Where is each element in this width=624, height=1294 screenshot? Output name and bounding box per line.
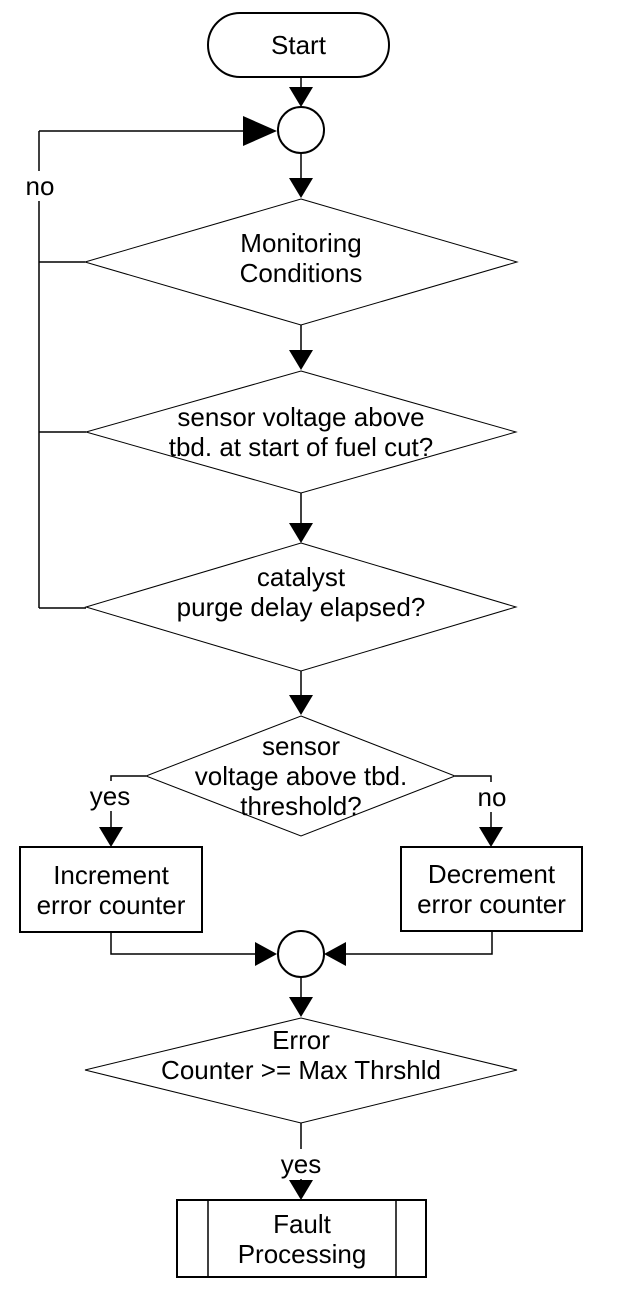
- fault-processing-label: Fault Processing: [237, 1208, 367, 1269]
- arrowhead-into-connector-top: [289, 87, 313, 107]
- connector-lines: [38, 76, 493, 1181]
- fault-processing-subroutine-shape: [176, 1199, 427, 1278]
- decrement-error-counter-process-shape: [400, 846, 583, 932]
- arrowheads: [99, 87, 503, 1200]
- threshold-yes-label: yes: [84, 781, 136, 811]
- decrement-error-counter-label: Decrement error counter: [417, 859, 566, 919]
- monitoring-conditions-decision-shape: [83, 198, 519, 326]
- arrowhead-into-fuel-cut: [289, 350, 313, 370]
- increment-error-counter-process-shape: [19, 846, 203, 933]
- merge-connector-circle: [277, 930, 325, 978]
- node-shapes: [19, 12, 583, 1278]
- edge-increment-to-merge: [110, 932, 257, 955]
- arrowhead-into-check: [289, 997, 313, 1017]
- loop-connector-circle: [277, 106, 325, 154]
- arrowhead-into-fault: [289, 1180, 313, 1200]
- start-terminator-shape: [207, 12, 390, 78]
- sensor-voltage-fuel-cut-decision-shape: [84, 370, 518, 494]
- catalyst-purge-decision-shape: [84, 542, 518, 672]
- error-counter-check-label: Error Counter >= Max Thrshld: [161, 1024, 441, 1085]
- arrowhead-into-threshold: [289, 695, 313, 715]
- arrowhead-increment-into-merge: [255, 942, 277, 966]
- arrowhead-decrement-into-merge: [324, 942, 346, 966]
- arrowhead-into-increment: [99, 827, 123, 847]
- monitoring-conditions-label: Monitoring Conditions: [239, 228, 363, 288]
- arrowhead-loop-into-connector: [243, 116, 277, 146]
- error-counter-check-decision-shape: [84, 1017, 518, 1124]
- arrowhead-into-purge: [289, 523, 313, 543]
- fault-yes-label: yes: [275, 1149, 327, 1179]
- arrowhead-into-monitoring: [289, 178, 313, 198]
- sensor-voltage-threshold-label: sensor voltage above tbd. threshold?: [194, 731, 408, 821]
- increment-error-counter-label: Increment error counter: [36, 859, 186, 920]
- sensor-voltage-threshold-decision-shape: [144, 715, 457, 837]
- loop-no-label: no: [20, 171, 60, 201]
- edge-decrement-to-merge: [345, 931, 493, 955]
- sensor-voltage-fuel-cut-label: sensor voltage above tbd. at start of fu…: [168, 402, 434, 462]
- start-label: Start: [271, 30, 326, 60]
- threshold-no-label: no: [474, 782, 510, 812]
- catalyst-purge-label: catalyst purge delay elapsed?: [176, 562, 426, 622]
- arrowhead-into-decrement: [479, 827, 503, 847]
